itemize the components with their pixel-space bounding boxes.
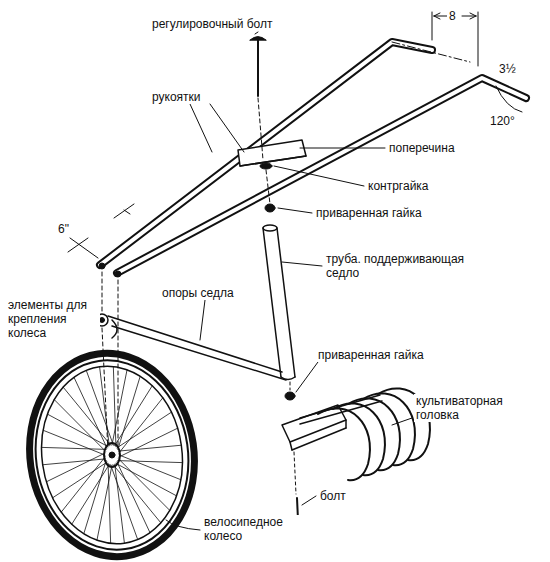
wheel-spoke bbox=[42, 447, 107, 449]
part-label: 8 bbox=[447, 9, 458, 23]
saddle-supports bbox=[96, 314, 286, 380]
wheel-spoke bbox=[84, 460, 106, 533]
wheel-spoke bbox=[111, 465, 138, 540]
bicycle-wheel bbox=[17, 343, 208, 562]
wheel-spoke bbox=[117, 412, 171, 448]
welded-nut bbox=[265, 204, 275, 212]
wheel-spoke bbox=[53, 462, 107, 498]
angle-arc bbox=[496, 86, 522, 112]
part-label: контргайка bbox=[366, 179, 431, 193]
part-label: труба. поддерживающая седло bbox=[324, 252, 468, 280]
wheel-spoke bbox=[46, 453, 105, 482]
wheel-spoke bbox=[119, 398, 163, 453]
part-label: 3½ bbox=[497, 62, 518, 76]
welded-nut bbox=[285, 392, 295, 400]
cultivator-tine bbox=[363, 393, 415, 465]
cultivator-tine bbox=[333, 403, 385, 475]
part-label: элементы для крепления колеса bbox=[6, 298, 100, 340]
center-line bbox=[392, 42, 470, 62]
cultivator-head bbox=[282, 388, 430, 480]
wheel-spoke bbox=[118, 445, 181, 451]
part-label: приваренная гайка bbox=[316, 348, 426, 362]
wheel-spoke bbox=[86, 370, 113, 445]
leader-lines bbox=[60, 32, 412, 530]
bolt bbox=[291, 452, 305, 524]
mount-line bbox=[118, 280, 119, 452]
wheel-spoke bbox=[119, 428, 178, 457]
part-label: болт bbox=[318, 489, 348, 503]
part-label: 6" bbox=[56, 222, 71, 236]
dimension-6 bbox=[68, 204, 134, 258]
mount-line bbox=[102, 328, 108, 452]
crossbar bbox=[238, 140, 306, 169]
wheel-spoke bbox=[113, 465, 161, 523]
part-label: рукоятки bbox=[150, 90, 203, 104]
wheel-spoke bbox=[61, 457, 105, 512]
part-label: опоры седла bbox=[160, 286, 236, 300]
wheel-spoke bbox=[118, 461, 183, 463]
cultivator-tine bbox=[318, 408, 370, 480]
handles bbox=[99, 42, 526, 277]
wheel-spoke bbox=[115, 464, 125, 543]
wheel-spoke bbox=[112, 370, 127, 445]
cultivator-tine bbox=[348, 398, 400, 470]
wheel-spoke bbox=[119, 455, 181, 480]
mount-line bbox=[102, 272, 103, 312]
part-label: велосипедное колесо bbox=[202, 515, 306, 543]
part-label: поперечина bbox=[387, 141, 457, 155]
wheel-spoke bbox=[63, 387, 111, 445]
wheel-spoke bbox=[43, 459, 106, 465]
wheel-spoke bbox=[97, 465, 112, 540]
part-label: приваренная гайка bbox=[314, 206, 424, 220]
part-label: регулировочный болт bbox=[150, 17, 275, 31]
adjusting-bolt bbox=[250, 37, 270, 205]
wheel-spoke bbox=[100, 367, 110, 446]
part-label: культиваторная головка bbox=[414, 394, 528, 422]
wheel-spoke bbox=[43, 430, 105, 455]
part-label: 120° bbox=[488, 114, 517, 128]
seat-tube bbox=[263, 225, 295, 390]
wheel-spoke bbox=[118, 376, 140, 449]
